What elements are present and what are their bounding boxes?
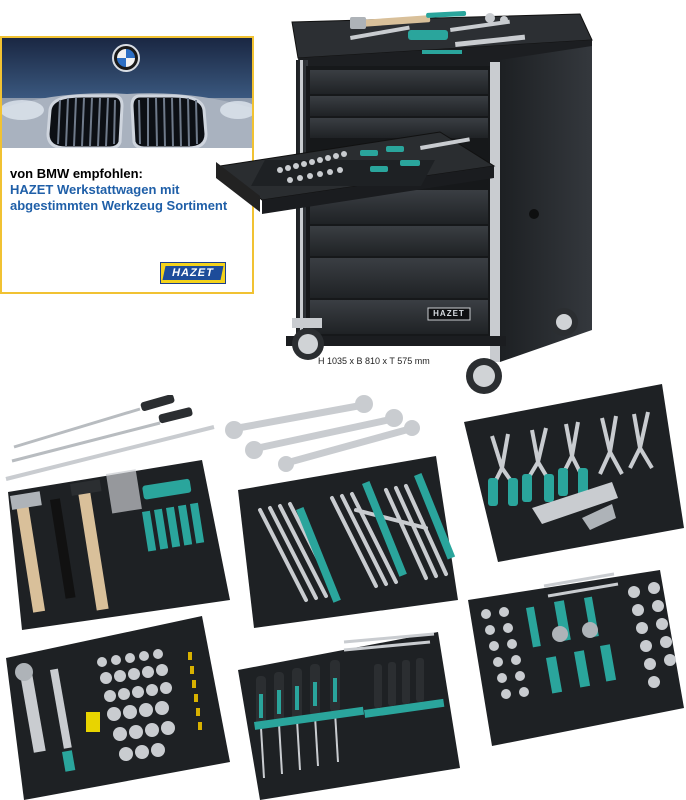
promo-subline-2: abgestimmten Werkzeug Sortiment xyxy=(10,198,228,213)
drawer-tools xyxy=(251,137,470,186)
promo-text-block: von BMW empfohlen: HAZET Werkstattwagen … xyxy=(10,166,250,214)
tray-hammers-screwdrivers xyxy=(8,460,230,630)
combination-wrenches xyxy=(225,395,420,472)
promo-box: von BMW empfohlen: HAZET Werkstattwagen … xyxy=(0,36,254,294)
top-tools xyxy=(350,11,526,54)
caster-wheels xyxy=(292,308,578,394)
tray-pliers xyxy=(464,384,684,562)
promo-subline-1: HAZET Werkstattwagen mit xyxy=(10,182,180,197)
tray-screwdrivers xyxy=(238,632,460,800)
cart-badge: HAZET xyxy=(433,309,465,318)
bmw-grille-photo xyxy=(2,38,252,148)
cart-dimensions: H 1035 x B 810 x T 575 mm xyxy=(318,356,430,366)
magnetic-pickup-tools xyxy=(5,395,215,481)
promo-headline: von BMW empfohlen: xyxy=(10,166,143,181)
tray-sockets-left xyxy=(6,616,230,800)
tray-sockets-right xyxy=(468,570,684,746)
tray-wrenches xyxy=(238,456,458,628)
drawer-stack xyxy=(310,70,488,334)
tool-cart-illustration xyxy=(216,11,593,394)
hazet-logo: HAZET xyxy=(160,262,226,284)
bmw-grille-illustration xyxy=(2,38,252,148)
bmw-roundel-icon xyxy=(112,44,140,72)
